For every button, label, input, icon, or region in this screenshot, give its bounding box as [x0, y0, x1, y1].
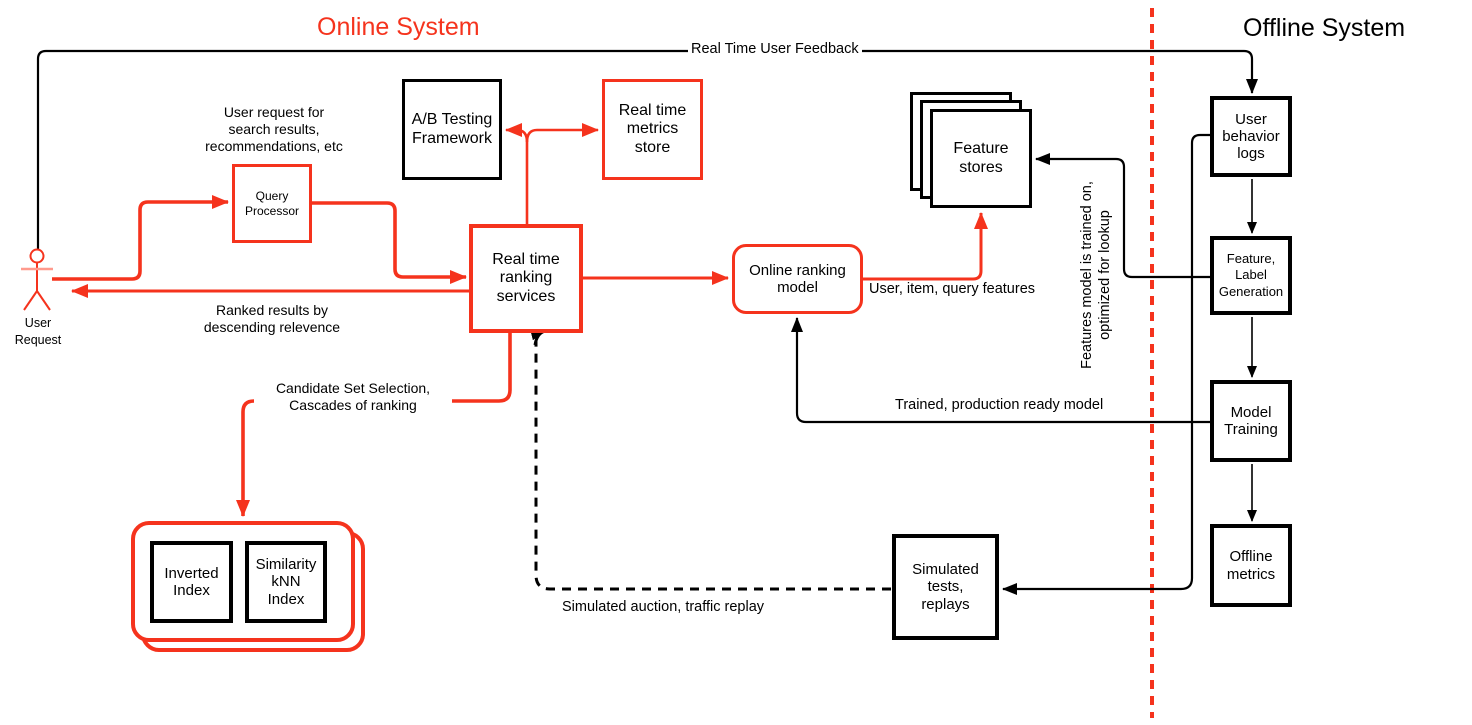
arrow-training-to-model [791, 317, 1210, 424]
node-feature-label-generation: Feature, Label Generation [1210, 236, 1292, 315]
arrow-feedback [36, 49, 1258, 251]
label-simulated-auction: Simulated auction, traffic replay [562, 599, 765, 615]
node-inverted-index: Inverted Index [150, 541, 233, 623]
node-query-processor: Query Processor [232, 164, 312, 243]
arrow-query-to-ranking [312, 201, 467, 284]
arrow-flg-to-feature-stores [1035, 153, 1210, 279]
label-user-request-actor: User Request [14, 316, 62, 347]
label-ranked-results: Ranked results by descending relevence [203, 302, 341, 335]
node-feature-stores: Feature stores [930, 109, 1032, 208]
arrow-model-to-feature-stores [863, 212, 988, 281]
arrow-ranking-to-indexes [236, 333, 512, 517]
label-real-time-user-feedback: Real Time User Feedback [688, 41, 862, 58]
node-feature-stores-stack: Feature stores [910, 92, 1032, 208]
arrow-user-to-query [52, 195, 229, 281]
offline-system-title: Offline System [1243, 14, 1406, 42]
label-features-model-trained: Features model is trained on, optimized … [1079, 181, 1113, 369]
node-similarity-knn-index: Similarity kNN Index [245, 541, 327, 623]
node-offline-metrics: Offline metrics [1210, 524, 1292, 607]
node-online-ranking-model: Online ranking model [732, 244, 863, 314]
label-candidate-set-selection: Candidate Set Selection, Cascades of ran… [254, 380, 452, 414]
arrow-logs-to-simulated [1002, 133, 1210, 595]
dashed-replay-line [534, 341, 891, 591]
label-user-request-for: User request for search results, recomme… [205, 104, 343, 154]
arrow-fork-to-ab [505, 123, 529, 143]
online-system-title: Online System [317, 13, 480, 41]
dashed-replay-arrowhead [529, 328, 546, 346]
arrow-fork-to-metrics [525, 123, 599, 143]
node-model-training: Model Training [1210, 380, 1292, 462]
node-ab-testing-framework: A/B Testing Framework [402, 79, 502, 180]
node-user-behavior-logs: User behavior logs [1210, 96, 1292, 177]
node-simulated-tests-replays: Simulated tests, replays [892, 534, 999, 640]
label-user-item-query-features: User, item, query features [869, 281, 1036, 297]
user-actor-icon [21, 248, 53, 311]
label-trained-production-model: Trained, production ready model [895, 397, 1104, 413]
node-real-time-ranking-services: Real time ranking services [469, 224, 583, 333]
node-real-time-metrics-store: Real time metrics store [602, 79, 703, 180]
